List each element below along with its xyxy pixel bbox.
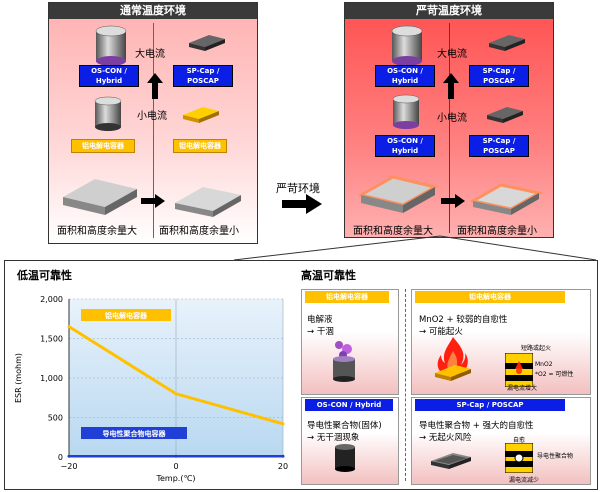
harsh-temp-title: 严苛温度环境 xyxy=(345,3,553,19)
x-tick-label: −20 xyxy=(61,462,78,471)
dry-capacitor-icon xyxy=(329,341,359,389)
large-board-icon xyxy=(61,177,139,221)
big-current-label: 大电流 xyxy=(135,49,165,60)
sp-poly-label: 导电性聚合物 xyxy=(537,453,574,460)
small-area-label: 面积和高度余量小 xyxy=(159,226,239,237)
up-arrow-icon xyxy=(443,73,459,103)
ta-cap-cell-title: 钽电解电容器 xyxy=(415,291,565,303)
x-axis-label: Temp.(℃) xyxy=(155,474,195,483)
data-point xyxy=(281,422,285,426)
y-tick-label: 0 xyxy=(58,453,63,462)
sp-structure-icon xyxy=(504,442,534,477)
sp-self-label: 自愈 xyxy=(513,437,526,444)
dashed-divider xyxy=(405,289,406,481)
x-tick-label: 20 xyxy=(278,462,288,471)
solid-capacitor-icon xyxy=(333,443,357,477)
ta-cap-line2: → 可能起火 xyxy=(419,327,463,337)
spcap-poscap-badge: SP-Cap / POSCAP xyxy=(173,65,233,87)
oscon-hybrid-badge-2: OS-CON / Hybrid xyxy=(375,135,435,157)
legend-box-aluminum xyxy=(81,309,171,321)
data-point xyxy=(67,454,71,458)
tantalum-capacitor-badge: 钽电解电容器 xyxy=(173,139,227,153)
large-board-icon xyxy=(356,175,440,221)
small-current-label: 小电流 xyxy=(137,111,167,122)
small-area-label: 面积和高度余量小 xyxy=(457,226,537,237)
sp-chip-icon xyxy=(429,449,473,475)
fire-chip-icon xyxy=(431,335,475,387)
spcap-line2: → 无起火风险 xyxy=(419,433,472,443)
aluminum-capacitor-badge: 铝电解电容器 xyxy=(71,139,135,153)
ta-structure-icon xyxy=(504,352,534,391)
y-tick-label: 2,000 xyxy=(40,295,63,304)
al-cap-cell-title: 铝电解电容器 xyxy=(305,291,389,303)
y-tick-label: 500 xyxy=(48,414,63,423)
oscon-line1: 导电性聚合物(固体) xyxy=(307,421,382,431)
aluminum-capacitor-icon xyxy=(93,95,123,135)
right-arrow-icon xyxy=(441,193,465,212)
oscon-hybrid-badge: OS-CON / Hybrid xyxy=(375,65,435,87)
large-area-label: 面积和高度余量大 xyxy=(353,226,433,237)
small-board-icon xyxy=(173,185,243,223)
y-tick-label: 1,500 xyxy=(40,335,63,344)
os-con-small-capacitor-icon xyxy=(391,93,421,133)
legend-label-aluminum: 铝电解电容器 xyxy=(105,311,148,320)
data-point xyxy=(67,325,71,329)
normal-temp-panel: 通常温度环境 大电流 OS-CON / Hybrid SP-Cap / POSC… xyxy=(48,2,258,244)
data-point xyxy=(174,392,178,396)
al-cap-line2: → 干涸 xyxy=(307,327,334,337)
big-current-label: 大电流 xyxy=(437,49,467,60)
legend-box-polymer xyxy=(81,427,187,439)
ta-short-label: 短路或起火 xyxy=(521,345,552,352)
tantalum-chip-icon xyxy=(181,103,221,129)
ta-mno2-label: MnO2 xyxy=(535,361,553,368)
small-current-label: 小电流 xyxy=(437,113,467,124)
al-cap-cell xyxy=(301,289,399,395)
right-arrow-icon xyxy=(141,193,165,212)
y-tick-label: 1,000 xyxy=(40,374,63,383)
ta-o2-label: *O2 = 可燃性 xyxy=(535,371,574,378)
sp-cap-chip-icon xyxy=(487,31,527,57)
spcap-poscap-badge-2: SP-Cap / POSCAP xyxy=(469,135,529,157)
harsh-temp-panel: 严苛温度环境 大电流 OS-CON / Hybrid SP-Cap / POSC… xyxy=(344,2,554,238)
data-point xyxy=(281,454,285,458)
harsh-env-label: 严苛环境 xyxy=(276,182,320,195)
os-con-capacitor-icon xyxy=(93,23,129,71)
large-area-label: 面积和高度余量大 xyxy=(57,226,137,237)
spcap-cell xyxy=(411,397,591,485)
oscon-cell-title: OS-CON / Hybrid xyxy=(305,399,393,411)
spcap-poscap-badge: SP-Cap / POSCAP xyxy=(469,65,529,87)
high-temp-title: 高温可靠性 xyxy=(301,269,356,282)
sp-leak-label: 漏电流减少 xyxy=(509,477,540,484)
spcap-line1: 导电性聚合物 + 强大的自愈性 xyxy=(419,421,534,431)
ta-leak-label: 漏电流增大 xyxy=(507,385,538,392)
sp-cap-chip-icon xyxy=(187,31,227,57)
spcap-cell-title: SP-Cap / POSCAP xyxy=(415,399,565,411)
up-arrow-icon xyxy=(147,73,163,103)
os-con-capacitor-icon xyxy=(389,23,425,71)
al-cap-line1: 电解液 xyxy=(307,315,333,325)
divider-line xyxy=(449,23,450,233)
data-point xyxy=(174,454,178,458)
small-board-icon xyxy=(468,183,544,223)
y-axis-label: ESR (mohm) xyxy=(14,353,23,403)
ta-cap-line1: MnO2 + 较弱的自愈性 xyxy=(419,315,508,325)
sp-cap-small-chip-icon xyxy=(485,103,525,129)
x-tick-label: 0 xyxy=(173,462,178,471)
divider-line xyxy=(153,23,154,238)
oscon-hybrid-badge: OS-CON / Hybrid xyxy=(79,65,139,87)
oscon-line2: → 无干涸现象 xyxy=(307,433,360,443)
normal-temp-title: 通常温度环境 xyxy=(49,3,257,19)
low-temp-title: 低温可靠性 xyxy=(17,269,72,282)
harsh-arrow-icon xyxy=(282,194,322,218)
legend-label-polymer: 导电性聚合物电容器 xyxy=(103,429,167,438)
